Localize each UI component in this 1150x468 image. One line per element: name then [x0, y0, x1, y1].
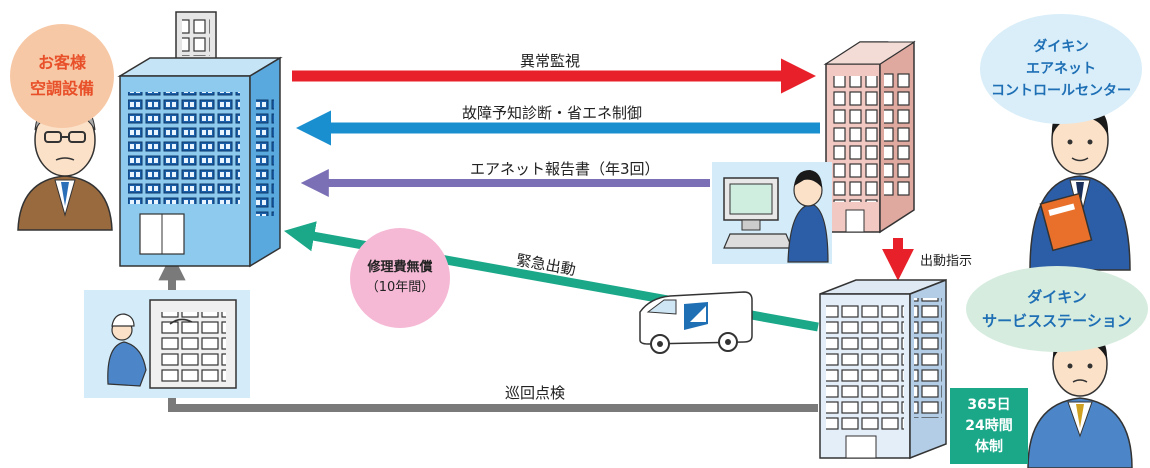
control-center-staff-icon — [1029, 104, 1131, 271]
support-line1: 365日 — [967, 396, 1011, 413]
free-repair-bubble: 修理費無償 （10年間） — [350, 228, 450, 328]
diagnosis-label: 故障予知診断・省エネ制御 — [462, 104, 643, 122]
report-label: エアネット報告書（年3回） — [470, 160, 660, 178]
maintenance-technician-icon — [84, 290, 250, 398]
service-station-line1: ダイキン — [1027, 288, 1087, 306]
customer-bubble: お客様 空調設備 — [10, 24, 114, 128]
customer-line1: お客様 — [37, 53, 86, 72]
free-repair-line2: （10年間） — [365, 280, 435, 295]
service-station-bubble: ダイキン サービスステーション — [966, 266, 1148, 352]
customer-building-icon — [117, 11, 283, 268]
control-center-line2: エアネット — [1026, 61, 1096, 77]
support-badge: 365日 24時間 体制 — [950, 388, 1028, 464]
operator-pc-icon — [712, 162, 832, 264]
control-center-line1: ダイキン — [1033, 39, 1089, 55]
free-repair-line1: 修理費無償 — [367, 260, 433, 275]
control-center-line3: コントロールセンター — [991, 83, 1131, 99]
control-center-bubble: ダイキン エアネット コントロールセンター — [980, 14, 1142, 124]
control-center-building-icon — [823, 40, 916, 234]
patrol-label: 巡回点検 — [505, 384, 566, 402]
monitoring-label: 異常監視 — [520, 52, 581, 70]
support-line3: 体制 — [975, 438, 1003, 455]
support-line2: 24時間 — [965, 417, 1013, 434]
dispatch-instruction-label: 出動指示 — [920, 254, 973, 269]
service-van-icon — [639, 291, 753, 354]
customer-line2: 空調設備 — [29, 79, 94, 98]
service-station-line2: サービスステーション — [982, 312, 1132, 330]
service-station-building-icon — [819, 278, 947, 460]
